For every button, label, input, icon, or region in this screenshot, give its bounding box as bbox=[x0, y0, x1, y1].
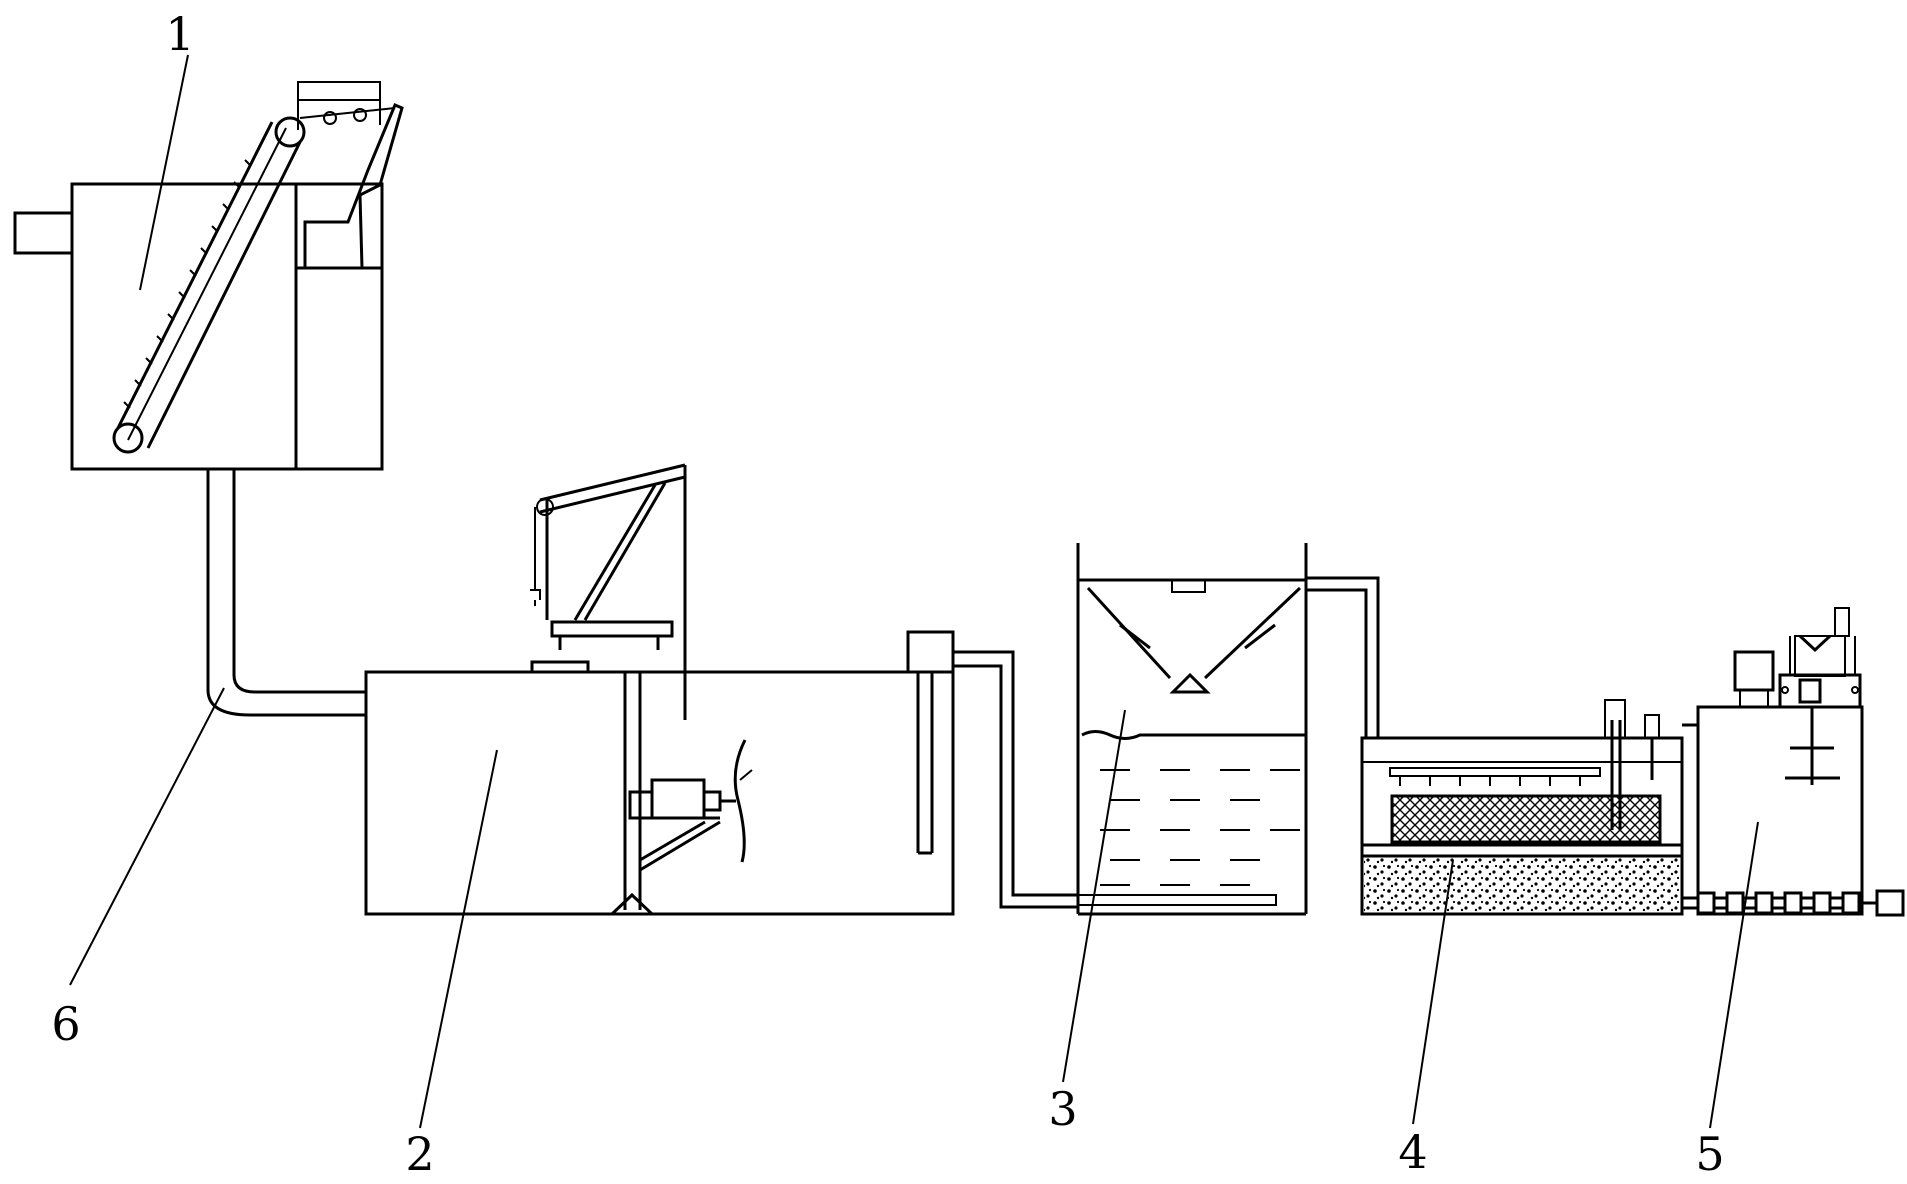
leader-5 bbox=[1709, 821, 1759, 1129]
label-5: 5 bbox=[1695, 1127, 1724, 1181]
filter-mesh-layer bbox=[1390, 794, 1662, 844]
inlet-stub bbox=[13, 211, 74, 255]
leader-3 bbox=[1062, 709, 1126, 1083]
settling-hopper bbox=[1086, 586, 1302, 680]
label-2: 2 bbox=[405, 1127, 434, 1181]
pipe-2-to-3 bbox=[953, 650, 1078, 897]
dosing-tank-unit bbox=[1682, 607, 1905, 917]
discharge-chute bbox=[303, 103, 404, 269]
bottom-diffuser bbox=[1077, 894, 1277, 906]
water-lines bbox=[1100, 769, 1300, 886]
conveyor-bottom-roller bbox=[112, 422, 144, 454]
leader-1 bbox=[139, 54, 189, 291]
filter-gravel-layer bbox=[1364, 858, 1680, 912]
label-6: 6 bbox=[51, 997, 80, 1051]
dosing-pump bbox=[1778, 607, 1862, 709]
submersible-mixer bbox=[628, 739, 753, 872]
conveyor-top-roller bbox=[274, 116, 306, 148]
mixer-crane bbox=[530, 463, 687, 720]
leader-2 bbox=[419, 749, 498, 1129]
overflow-box bbox=[906, 630, 955, 674]
leader-4 bbox=[1412, 859, 1454, 1125]
dosing-tank-body bbox=[1696, 705, 1864, 916]
filter-unit bbox=[1360, 699, 1684, 916]
leader-6 bbox=[69, 687, 225, 986]
sedimentation-tank-unit bbox=[1076, 543, 1308, 916]
label-1: 1 bbox=[165, 7, 194, 61]
label-4: 4 bbox=[1398, 1125, 1427, 1179]
outlet-pipe bbox=[1682, 889, 1905, 917]
inclined-conveyor bbox=[112, 116, 306, 454]
label-3: 3 bbox=[1048, 1082, 1077, 1136]
mixer-base-plate bbox=[530, 660, 590, 674]
screen-tank-body bbox=[70, 182, 384, 471]
screen-tank-unit bbox=[13, 81, 404, 471]
pipe-3-to-4 bbox=[1306, 576, 1380, 745]
chemical-box bbox=[1733, 650, 1775, 692]
mixer-propeller bbox=[733, 739, 747, 863]
outlet-end-cap bbox=[1875, 889, 1905, 917]
water-surface bbox=[1081, 730, 1306, 740]
distribution-pipe bbox=[1389, 767, 1601, 777]
connecting-pipe bbox=[206, 469, 366, 717]
leader-lines bbox=[69, 54, 1759, 1129]
conveyor-drive-frame bbox=[297, 81, 396, 130]
mixing-tank-unit bbox=[364, 463, 955, 916]
deflector-cone bbox=[1169, 672, 1211, 694]
